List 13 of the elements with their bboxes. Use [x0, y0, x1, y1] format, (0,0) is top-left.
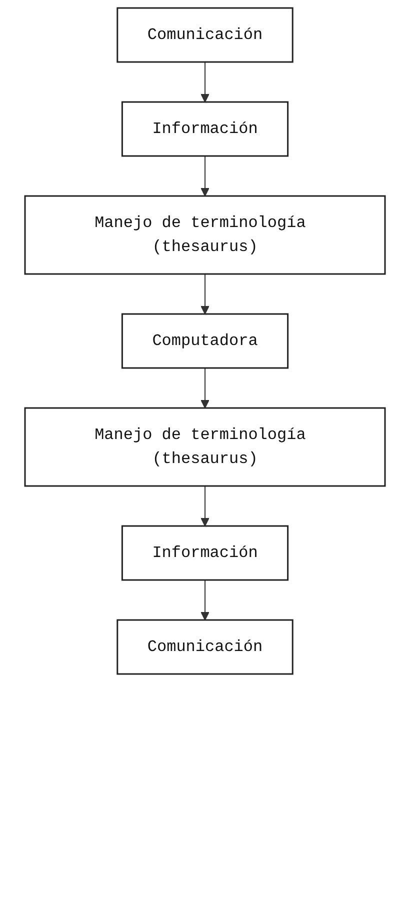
arrow: [200, 486, 210, 526]
node-box: Computadora: [121, 313, 289, 369]
arrow: [200, 274, 210, 314]
arrow: [200, 156, 210, 196]
arrow: [200, 62, 210, 102]
node-box: Comunicación: [116, 7, 294, 63]
arrow: [200, 368, 210, 408]
node-box: Comunicación: [116, 619, 294, 675]
node-box: Manejo de terminología (thesaurus): [24, 195, 386, 275]
arrow: [200, 580, 210, 620]
node-box: Información: [121, 101, 289, 157]
node-box: Información: [121, 525, 289, 581]
node-box: Manejo de terminología (thesaurus): [24, 407, 386, 487]
